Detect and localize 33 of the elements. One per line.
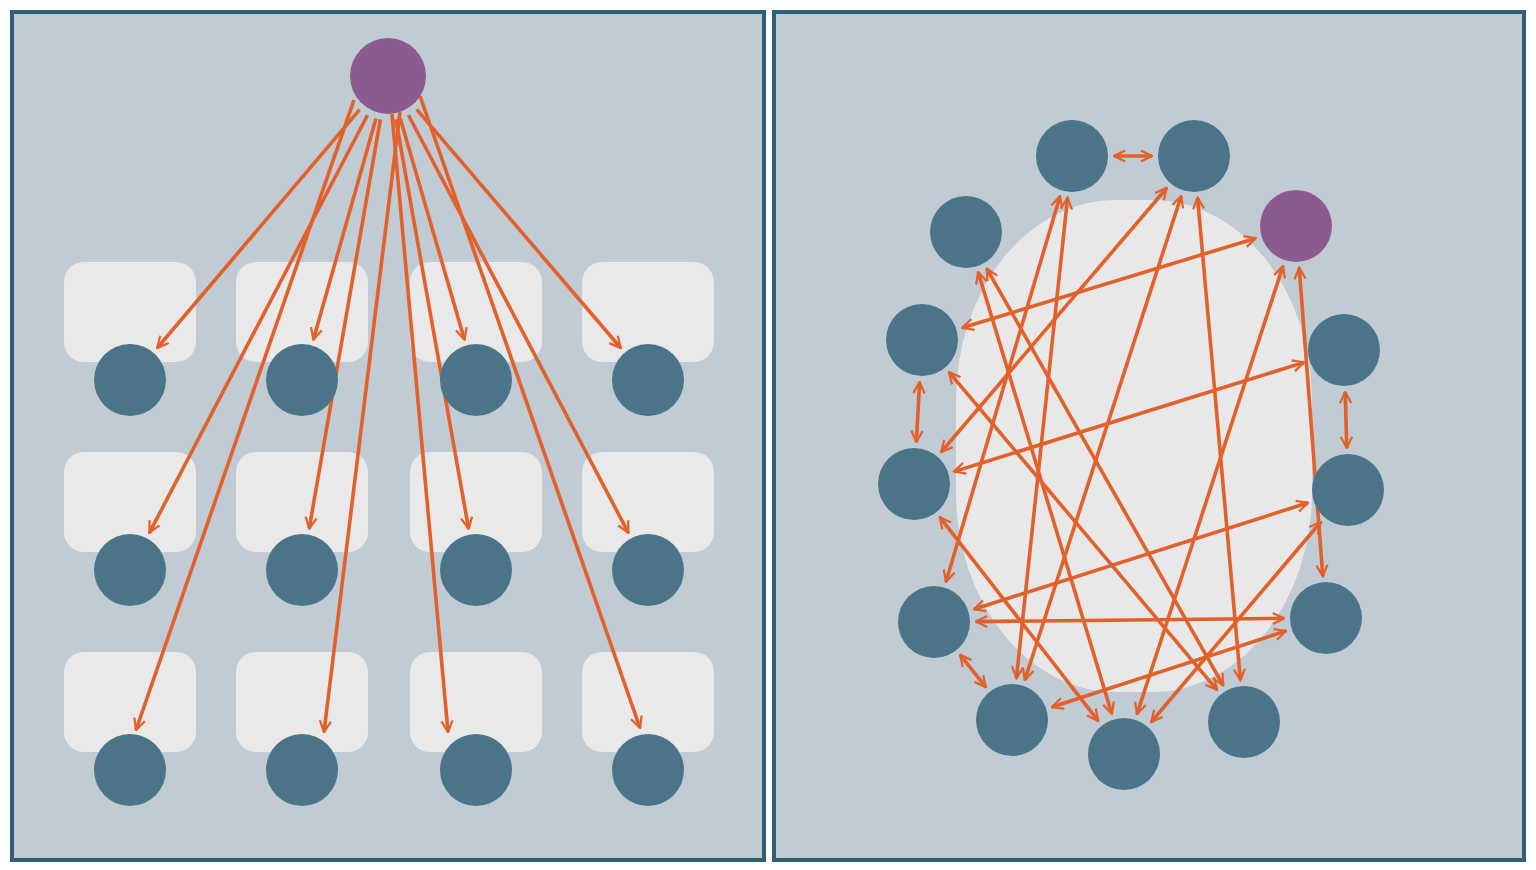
arrow [938, 516, 1100, 722]
arrow [985, 267, 1225, 687]
arrow [1112, 149, 1154, 163]
arrow [1149, 520, 1323, 724]
arrow [304, 119, 383, 530]
arrow [309, 117, 378, 341]
arrow [418, 95, 643, 730]
arrow [318, 111, 402, 734]
arrow [1021, 194, 1185, 682]
arrow [942, 195, 1064, 583]
arrow [1050, 628, 1288, 710]
arrow [1134, 264, 1286, 716]
arrow [415, 108, 623, 350]
arrow [972, 499, 1310, 613]
arrow [1191, 196, 1247, 682]
arrow [133, 99, 356, 732]
arrow [398, 117, 468, 341]
arrow [1338, 390, 1354, 450]
arrow [939, 186, 1169, 454]
arrow [390, 113, 454, 734]
arrow [394, 119, 474, 530]
arrow [974, 271, 1116, 715]
arrow [147, 114, 370, 534]
arrow [406, 114, 630, 534]
arrow [910, 380, 926, 444]
arrow [947, 371, 1219, 691]
arrow [1010, 196, 1074, 680]
arrow [958, 653, 988, 689]
arrow [974, 611, 1286, 629]
arrow [1293, 266, 1329, 578]
arrow [952, 359, 1306, 475]
arrow [961, 235, 1257, 331]
arrow [155, 108, 361, 350]
